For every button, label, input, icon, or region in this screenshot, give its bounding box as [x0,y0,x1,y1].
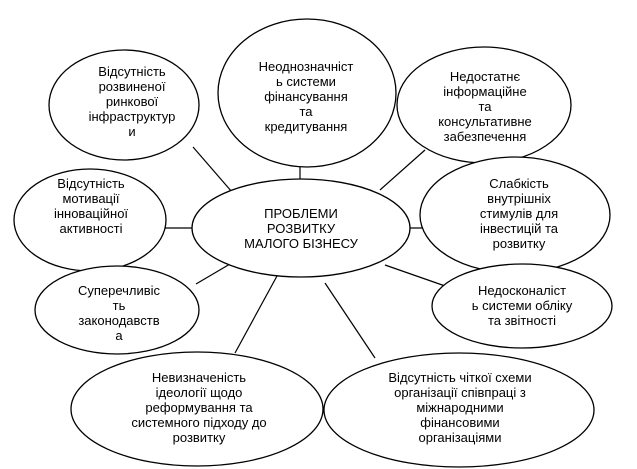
connector-legislation [195,263,231,285]
node-info-consulting-label: Недостатнє інформаційне та консультативн… [438,69,532,144]
connector-infrastructure [192,146,233,193]
ellipse-ideology [70,351,324,467]
node-financing-label: Неоднозначніст ь системи фінансування та… [258,59,354,134]
connector-cooperation [324,282,376,359]
node-ideology-label: Невизначеність ідеології щодо реформуван… [131,370,267,445]
ellipse-center [191,178,411,278]
connector-accounting [384,264,449,288]
node-motivation-label: Відсутність мотивації інноваційної актив… [53,176,129,236]
ellipse-infrastructure [48,49,200,161]
ellipse-accounting [431,263,613,349]
node-legislation-label: Суперечливіс ть законодавств а [77,283,161,343]
node-accounting-label: Недосконаліст ь системи обліку та звітно… [471,283,573,328]
node-stimuli-label: Слабкість внутрішніх стимулів для інвест… [479,176,559,251]
connector-info-consulting [379,149,426,191]
node-infrastructure-label: Відсутність розвиненої ринкової інфрастр… [88,64,176,139]
ellipse-legislation [34,265,200,355]
connector-ideology [234,275,278,354]
center-label: ПРОБЛЕМИ РОЗВИТКУ МАЛОГО БІЗНЕСУ [244,205,358,251]
ellipse-cooperation [323,352,595,468]
ellipse-financing [217,18,397,168]
node-cooperation-label: Відсутність чіткої схеми організації спі… [388,370,532,445]
